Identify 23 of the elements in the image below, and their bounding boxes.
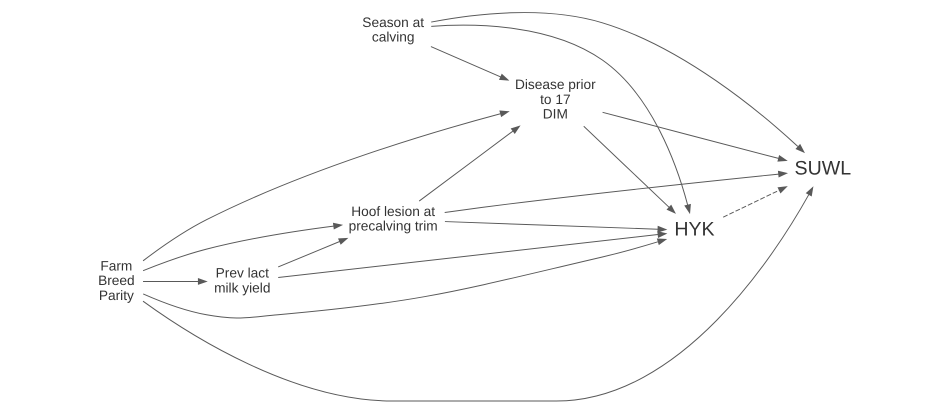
node-text: Season at calving: [362, 14, 424, 45]
arrow: [277, 231, 667, 278]
arrow: [430, 24, 690, 214]
arrow: [418, 125, 520, 202]
node-text: Farm Breed Parity: [98, 258, 134, 303]
arrow: [142, 278, 208, 285]
node-text: SUWL: [794, 158, 851, 180]
arrow: [444, 170, 788, 213]
node-text: Disease prior to 17 DIM: [514, 77, 596, 122]
arrow: [142, 110, 510, 262]
arrow: [430, 12, 804, 154]
arrow: [582, 126, 676, 214]
arrow: [444, 221, 667, 233]
node-text: Hoof lesion at precalving trim: [348, 204, 438, 234]
arrow: [142, 238, 667, 319]
node-text: HYK: [674, 218, 714, 240]
node-text: Prev lact milk yield: [214, 266, 270, 296]
arrow: [430, 46, 509, 81]
arrow: [277, 238, 348, 268]
arrow: [602, 112, 788, 162]
arrow: [142, 222, 343, 272]
arrow: [142, 186, 813, 402]
arrow: [722, 186, 788, 218]
